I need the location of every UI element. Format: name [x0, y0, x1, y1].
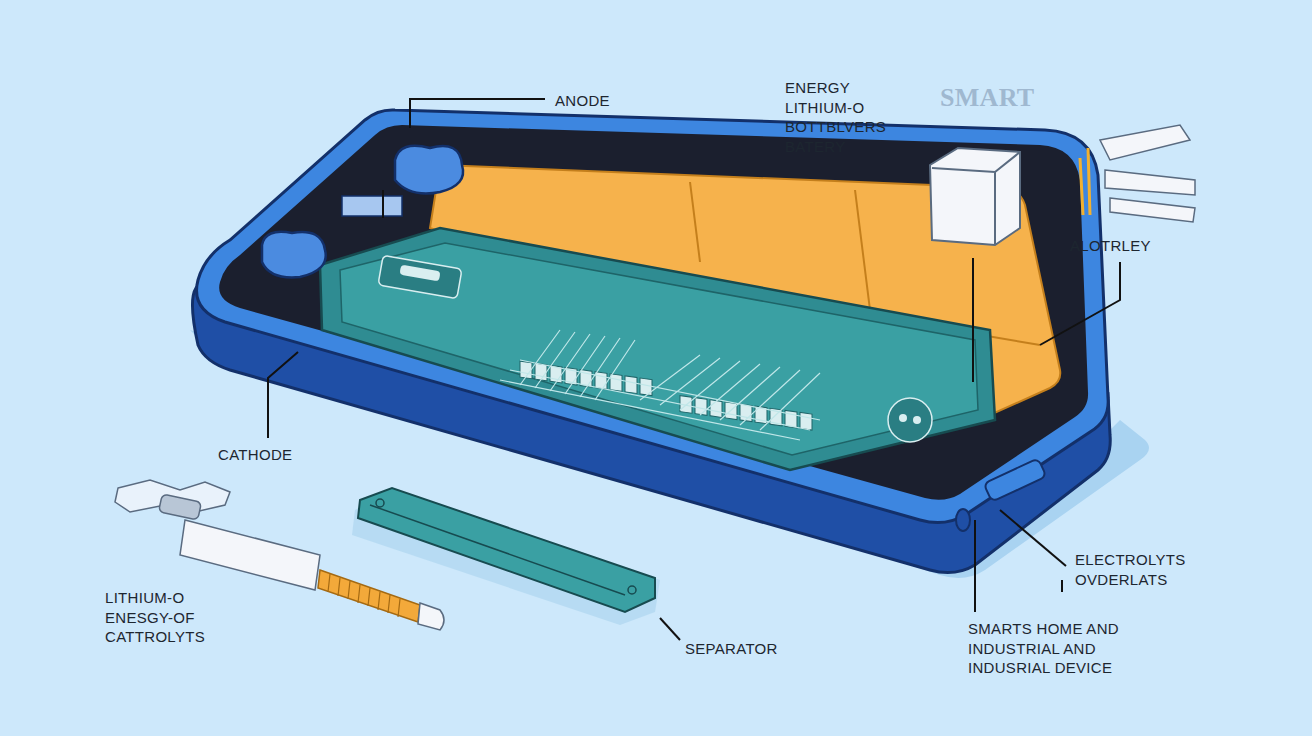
part-label: SEPARATOR [685, 639, 778, 659]
port-pin [913, 416, 921, 424]
separator-bar [352, 488, 660, 625]
cube-icon [930, 148, 1020, 245]
cell-divider [690, 182, 700, 262]
side-button [984, 458, 1047, 501]
anode-lobe [262, 232, 326, 278]
part-label: ELECTROLYTS OVDERLATS [1075, 550, 1205, 589]
board-panel [340, 243, 978, 455]
leader-lines [268, 99, 1120, 640]
spark-lines [1080, 148, 1090, 215]
part-label: ALOTRLEY [1070, 236, 1151, 256]
contact-pad [342, 196, 402, 216]
board-traces [500, 330, 820, 440]
note-label: SMARTS HOME AND INDUSTRIAL AND INDUSRIAL… [968, 619, 1158, 678]
cylinder-icons [1100, 125, 1195, 222]
board-port [888, 398, 932, 442]
cell-divider [855, 190, 870, 310]
watermark: SMART [940, 82, 1034, 113]
part-label: CATHODE [218, 445, 292, 465]
chip-pin [399, 265, 440, 282]
part-label: ANODE [555, 91, 610, 111]
side-port [956, 509, 970, 531]
phone-body [197, 110, 1109, 523]
chip [378, 255, 462, 298]
title-label: ENERGY LITHIUM-O BOTTBLVERS BATERY [785, 78, 910, 156]
part-label: LITHIUM-O ENESGY-OF CATTROLYTS [105, 588, 227, 647]
anode-lobe [395, 146, 463, 194]
circuit-board [320, 228, 995, 470]
cube-edge [932, 152, 1020, 245]
phone-cavity [219, 125, 1088, 500]
port-pin [899, 414, 907, 422]
